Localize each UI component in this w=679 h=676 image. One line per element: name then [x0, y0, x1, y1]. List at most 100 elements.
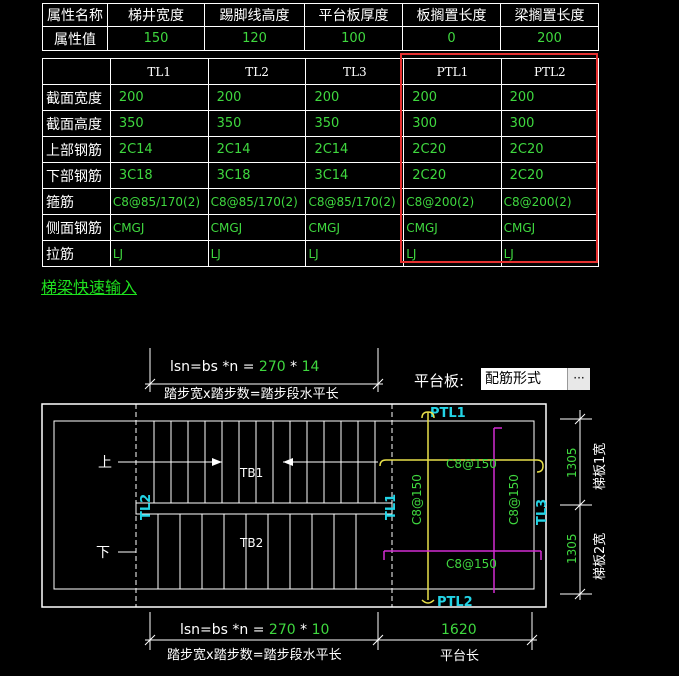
table-row: 截面高度 350 350 350 300 300: [42, 110, 600, 137]
row-label-bottom-rebar: 下部钢筋: [42, 162, 111, 189]
rebar-bottom-label: C8@150: [446, 557, 497, 571]
table-cell[interactable]: 2C20: [500, 136, 600, 163]
magenta-rebar: [383, 427, 542, 593]
platform-length-label: 平台长: [440, 649, 479, 664]
stair-outline: [41, 403, 547, 608]
table-row: 截面宽度 200 200 200 200 200: [42, 84, 600, 111]
table-cell[interactable]: 200: [207, 84, 307, 111]
table-cell[interactable]: CMGJ: [109, 214, 209, 241]
flight1-width-label: 梯板1宽: [592, 443, 608, 490]
rebar-left-vertical-label: C8@150: [410, 474, 424, 525]
row-label-width: 截面宽度: [42, 84, 111, 111]
attr-value-slab-thickness[interactable]: 100: [304, 26, 403, 51]
flight2-width-label: 梯板2宽: [592, 533, 608, 580]
table-cell[interactable]: 3C18: [207, 162, 307, 189]
bottom-flight-steps: [157, 514, 357, 589]
table-cell[interactable]: 2C14: [109, 136, 209, 163]
platform-length-value: 1620: [441, 622, 477, 638]
ptl1-label: PTL1: [430, 406, 466, 421]
table-cell[interactable]: C8@200(2): [500, 188, 600, 215]
table-cell[interactable]: LJ: [207, 240, 307, 267]
attr-header-skirting-height: 踢脚线高度: [204, 3, 305, 27]
beam-col-tl1: TL1: [109, 58, 209, 85]
bottom-n-value: 10: [312, 622, 330, 638]
attr-value-beam-bearing[interactable]: 200: [500, 26, 599, 51]
table-cell[interactable]: LJ: [305, 240, 405, 267]
table-cell[interactable]: CMGJ: [207, 214, 307, 241]
table-cell[interactable]: C8@85/170(2): [109, 188, 209, 215]
table-cell[interactable]: 200: [305, 84, 405, 111]
top-formula: lsn=bs *n = 270 * 14: [170, 359, 319, 375]
table-cell[interactable]: 3C14: [305, 162, 405, 189]
tl3-label: TL3: [535, 499, 550, 525]
top-formula-caption: 踏步宽x踏步数=踏步段水平长: [164, 386, 339, 402]
stair-inner-outline: [53, 420, 535, 590]
quick-input-link[interactable]: 梯梁快速输入: [41, 278, 138, 297]
attr-header-well-width: 梯井宽度: [107, 3, 205, 27]
row-label-tie: 拉筋: [42, 240, 111, 267]
bottom-formula-prefix: lsn=bs *n =: [180, 622, 269, 638]
platform-slab-select[interactable]: 配筋形式 ···: [481, 368, 590, 390]
tb2-label: TB2: [239, 536, 263, 550]
row-label-side-rebar: 侧面钢筋: [42, 214, 111, 241]
platform-slab-selected: 配筋形式: [485, 371, 541, 387]
beam-header-corner: [42, 58, 111, 85]
table-cell[interactable]: 2C20: [403, 136, 502, 163]
beam-col-tl2: TL2: [207, 58, 307, 85]
attr-value-label: 属性值: [42, 26, 108, 51]
table-row: 下部钢筋 3C18 3C18 3C14 2C20 2C20: [42, 162, 600, 189]
table-cell[interactable]: C8@85/170(2): [207, 188, 307, 215]
beam-col-tl3: TL3: [305, 58, 405, 85]
table-cell[interactable]: 350: [305, 110, 405, 137]
table-cell[interactable]: 200: [109, 84, 209, 111]
attr-header-slab-bearing: 板搁置长度: [402, 3, 501, 27]
turn-arrow-head: [283, 458, 293, 466]
stairwell: [135, 502, 393, 515]
table-cell[interactable]: CMGJ: [305, 214, 405, 241]
table-cell[interactable]: 2C14: [305, 136, 405, 163]
attribute-header-row: 属性名称 梯井宽度 踢脚线高度 平台板厚度 板搁置长度 梁搁置长度: [42, 3, 599, 27]
bottom-formula-caption: 踏步宽x踏步数=踏步段水平长: [167, 647, 342, 663]
attribute-table: 属性名称 梯井宽度 踢脚线高度 平台板厚度 板搁置长度 梁搁置长度 属性值 15…: [42, 3, 599, 51]
top-formula-prefix: lsn=bs *n =: [170, 359, 259, 375]
ptl-highlight-box: [400, 53, 598, 263]
attr-value-well-width[interactable]: 150: [107, 26, 205, 51]
table-cell[interactable]: 300: [500, 110, 600, 137]
table-cell[interactable]: 3C18: [109, 162, 209, 189]
table-cell[interactable]: 2C20: [403, 162, 502, 189]
attr-header-beam-bearing: 梁搁置长度: [500, 3, 599, 27]
tb1-label: TB1: [239, 466, 263, 480]
bottom-dimension-lines: [144, 612, 538, 650]
top-bs-value: 270: [259, 359, 286, 375]
table-cell[interactable]: LJ: [109, 240, 209, 267]
table-cell[interactable]: C8@200(2): [403, 188, 502, 215]
up-arrow-head: [212, 458, 222, 466]
ellipsis-button[interactable]: ···: [567, 368, 590, 390]
table-cell[interactable]: CMGJ: [500, 214, 600, 241]
row-label-height: 截面高度: [42, 110, 111, 137]
attr-header-name: 属性名称: [42, 3, 108, 27]
dim-1305-top: 1305: [565, 447, 579, 478]
table-cell[interactable]: 350: [109, 110, 209, 137]
rebar-top-label: C8@150: [446, 457, 497, 471]
top-flight-steps: [153, 421, 376, 503]
table-row: 箍筋 C8@85/170(2) C8@85/170(2) C8@85/170(2…: [42, 188, 600, 215]
platform-slab-label: 平台板:: [414, 372, 465, 390]
beam-table: TL1 TL2 TL3 PTL1 PTL2 截面宽度 200 200 200 2…: [42, 58, 600, 267]
attribute-value-row: 属性值 150 120 100 0 200: [42, 26, 599, 51]
right-dimension-lines: [560, 410, 592, 600]
rebar-right-vertical-label: C8@150: [507, 474, 521, 525]
table-cell[interactable]: 2C14: [207, 136, 307, 163]
table-row: 侧面钢筋 CMGJ CMGJ CMGJ CMGJ CMGJ: [42, 214, 600, 241]
top-dimension-lines: [144, 348, 384, 392]
ptl2-label: PTL2: [437, 595, 473, 610]
table-cell[interactable]: 350: [207, 110, 307, 137]
tl1-label: TL1: [384, 494, 399, 520]
attr-value-skirting-height[interactable]: 120: [204, 26, 305, 51]
attr-value-slab-bearing[interactable]: 0: [402, 26, 501, 51]
tl2-label: TL2: [139, 494, 154, 520]
table-cell[interactable]: C8@85/170(2): [305, 188, 405, 215]
attr-header-slab-thickness: 平台板厚度: [304, 3, 403, 27]
top-n-value: 14: [302, 359, 320, 375]
row-label-stirrup: 箍筋: [42, 188, 111, 215]
